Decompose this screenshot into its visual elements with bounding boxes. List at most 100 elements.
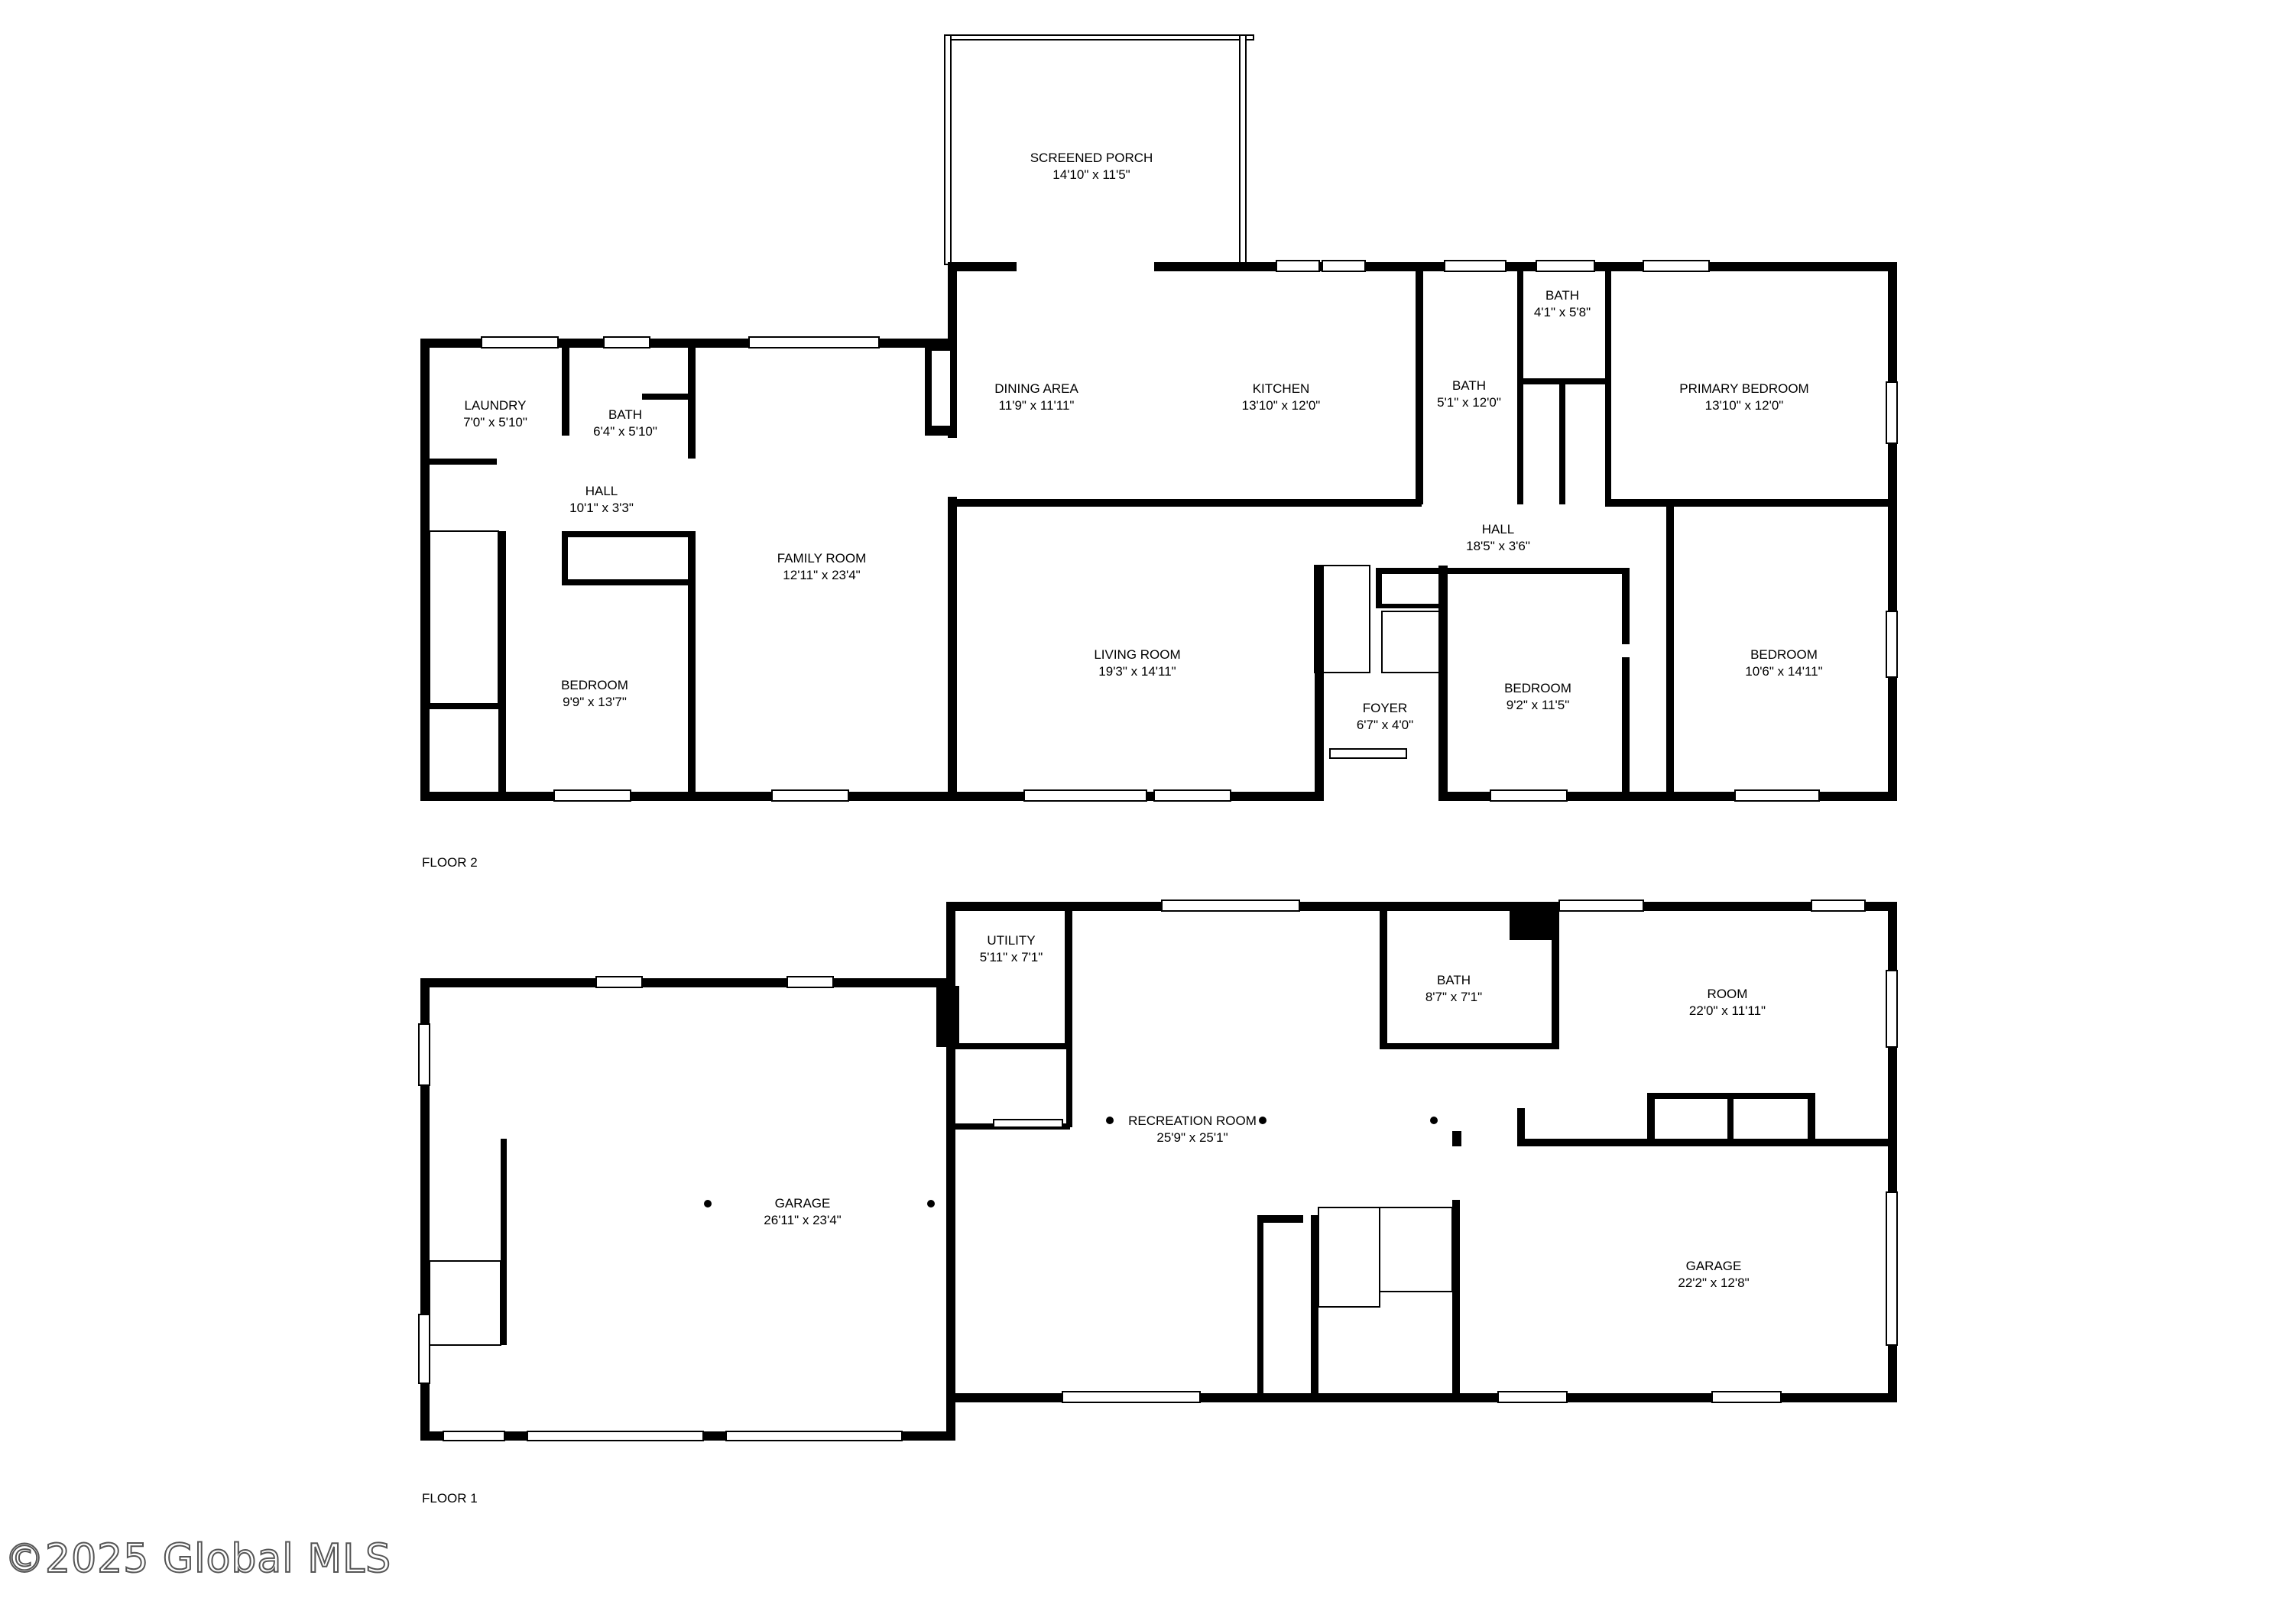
wall bbox=[1380, 1043, 1555, 1049]
wall bbox=[1647, 1093, 1655, 1143]
window bbox=[1734, 789, 1820, 802]
room-dining-area: DINING AREA 11'9" x 11'11" bbox=[994, 381, 1078, 413]
floor-label: FLOOR 2 bbox=[422, 855, 478, 870]
room-name: BATH bbox=[608, 407, 642, 422]
room-size: 7'0" x 5'10" bbox=[463, 415, 527, 430]
garage-door bbox=[725, 1431, 903, 1441]
room-recreation-room: RECREATION ROOM 25'9" x 25'1" bbox=[1128, 1113, 1257, 1145]
room-name: BATH bbox=[1545, 288, 1579, 303]
wall bbox=[688, 531, 696, 801]
window bbox=[1062, 1391, 1201, 1403]
window bbox=[1497, 1391, 1568, 1403]
wall bbox=[1315, 566, 1324, 801]
room-size: 5'1" x 12'0" bbox=[1437, 395, 1501, 410]
wall bbox=[642, 394, 692, 400]
window bbox=[1886, 970, 1898, 1048]
garage-door bbox=[443, 1431, 505, 1441]
wall bbox=[1376, 604, 1446, 608]
stairs bbox=[1379, 1207, 1453, 1292]
room-name: DINING AREA bbox=[994, 381, 1078, 396]
window bbox=[1558, 900, 1644, 912]
wall bbox=[948, 262, 1017, 271]
wall bbox=[1380, 909, 1387, 1047]
window bbox=[418, 1023, 430, 1086]
post-icon bbox=[1430, 1117, 1438, 1124]
window bbox=[1643, 260, 1710, 272]
stairs bbox=[1381, 611, 1441, 673]
room-name: UTILITY bbox=[987, 933, 1035, 948]
room-size: 4'1" x 5'8" bbox=[1534, 305, 1591, 319]
watermark: ©2025 Global MLS bbox=[4, 1535, 392, 1583]
wall bbox=[1416, 267, 1423, 504]
window bbox=[786, 976, 834, 988]
post-icon bbox=[1259, 1117, 1267, 1124]
room-size: 10'1" x 3'3" bbox=[569, 501, 634, 515]
wall bbox=[1559, 382, 1565, 504]
wall bbox=[1622, 568, 1630, 644]
room-name: BATH bbox=[1437, 973, 1471, 987]
room-name: BEDROOM bbox=[1750, 647, 1818, 662]
room-name: ROOM bbox=[1708, 987, 1748, 1001]
room-bedroom-a: BEDROOM 9'9" x 13'7" bbox=[561, 678, 628, 709]
room-screened-porch: SCREENED PORCH 14'10" x 11'5" bbox=[1030, 151, 1153, 182]
window bbox=[771, 789, 849, 802]
wall bbox=[501, 1139, 507, 1345]
room-size: 26'11" x 23'4" bbox=[764, 1213, 841, 1227]
room-size: 18'5" x 3'6" bbox=[1466, 539, 1530, 553]
window bbox=[993, 1119, 1063, 1128]
room-utility: UTILITY 5'11" x 7'1" bbox=[980, 933, 1043, 964]
room-size: 19'3" x 14'11" bbox=[1098, 664, 1176, 679]
room-name: GARAGE bbox=[1686, 1259, 1742, 1273]
wall bbox=[1727, 1093, 1734, 1143]
window bbox=[1490, 789, 1568, 802]
room-bath: BATH 8'7" x 7'1" bbox=[1425, 973, 1482, 1004]
stairs bbox=[429, 1260, 501, 1346]
chimney bbox=[936, 986, 959, 1047]
window bbox=[481, 336, 559, 348]
wall bbox=[1257, 1215, 1303, 1223]
room-size: 13'10" x 12'0" bbox=[1705, 398, 1784, 413]
wall bbox=[1376, 568, 1382, 606]
stairs bbox=[1314, 565, 1370, 673]
wall bbox=[1065, 909, 1072, 1047]
wall bbox=[420, 459, 497, 465]
wall bbox=[498, 531, 506, 801]
post-icon bbox=[927, 1200, 935, 1207]
wall bbox=[1552, 909, 1559, 1049]
room-name: FAMILY ROOM bbox=[777, 551, 867, 566]
wall bbox=[1438, 566, 1448, 801]
wall bbox=[948, 902, 1896, 911]
room-laundry: LAUNDRY 7'0" x 5'10" bbox=[463, 398, 527, 430]
room-name: LAUNDRY bbox=[465, 398, 527, 413]
porch-screen-top bbox=[947, 34, 1254, 41]
window bbox=[1711, 1391, 1782, 1403]
room-hall-a: HALL 10'1" x 3'3" bbox=[569, 484, 634, 515]
room-size: 25'9" x 25'1" bbox=[1156, 1130, 1228, 1145]
floor-2: SCREENED PORCH 14'10" x 11'5" DINING ARE… bbox=[420, 34, 1898, 870]
room-name: BEDROOM bbox=[561, 678, 628, 692]
fireplace-hearth bbox=[930, 349, 952, 427]
porch-screen-right bbox=[1239, 34, 1247, 265]
garage-door bbox=[527, 1431, 704, 1441]
room-name: FOYER bbox=[1363, 701, 1408, 715]
wall bbox=[1605, 499, 1896, 507]
wall bbox=[1517, 1108, 1525, 1146]
window bbox=[1322, 260, 1366, 272]
porch-screen-left bbox=[944, 34, 952, 265]
wall bbox=[948, 499, 1422, 507]
room-size: 12'11" x 23'4" bbox=[783, 568, 860, 582]
wall bbox=[1376, 568, 1446, 574]
window bbox=[1536, 260, 1595, 272]
wall bbox=[1517, 267, 1523, 504]
room-size: 13'10" x 12'0" bbox=[1242, 398, 1321, 413]
room-size: 5'11" x 7'1" bbox=[980, 950, 1043, 964]
room-name: RECREATION ROOM bbox=[1128, 1113, 1257, 1128]
wall bbox=[1445, 568, 1628, 574]
wall bbox=[948, 1043, 1070, 1049]
wall bbox=[1521, 378, 1605, 384]
wall bbox=[688, 344, 696, 459]
wall bbox=[562, 579, 696, 585]
wall bbox=[562, 344, 569, 436]
wall bbox=[1517, 1139, 1896, 1146]
room-size: 9'2" x 11'5" bbox=[1507, 698, 1570, 712]
